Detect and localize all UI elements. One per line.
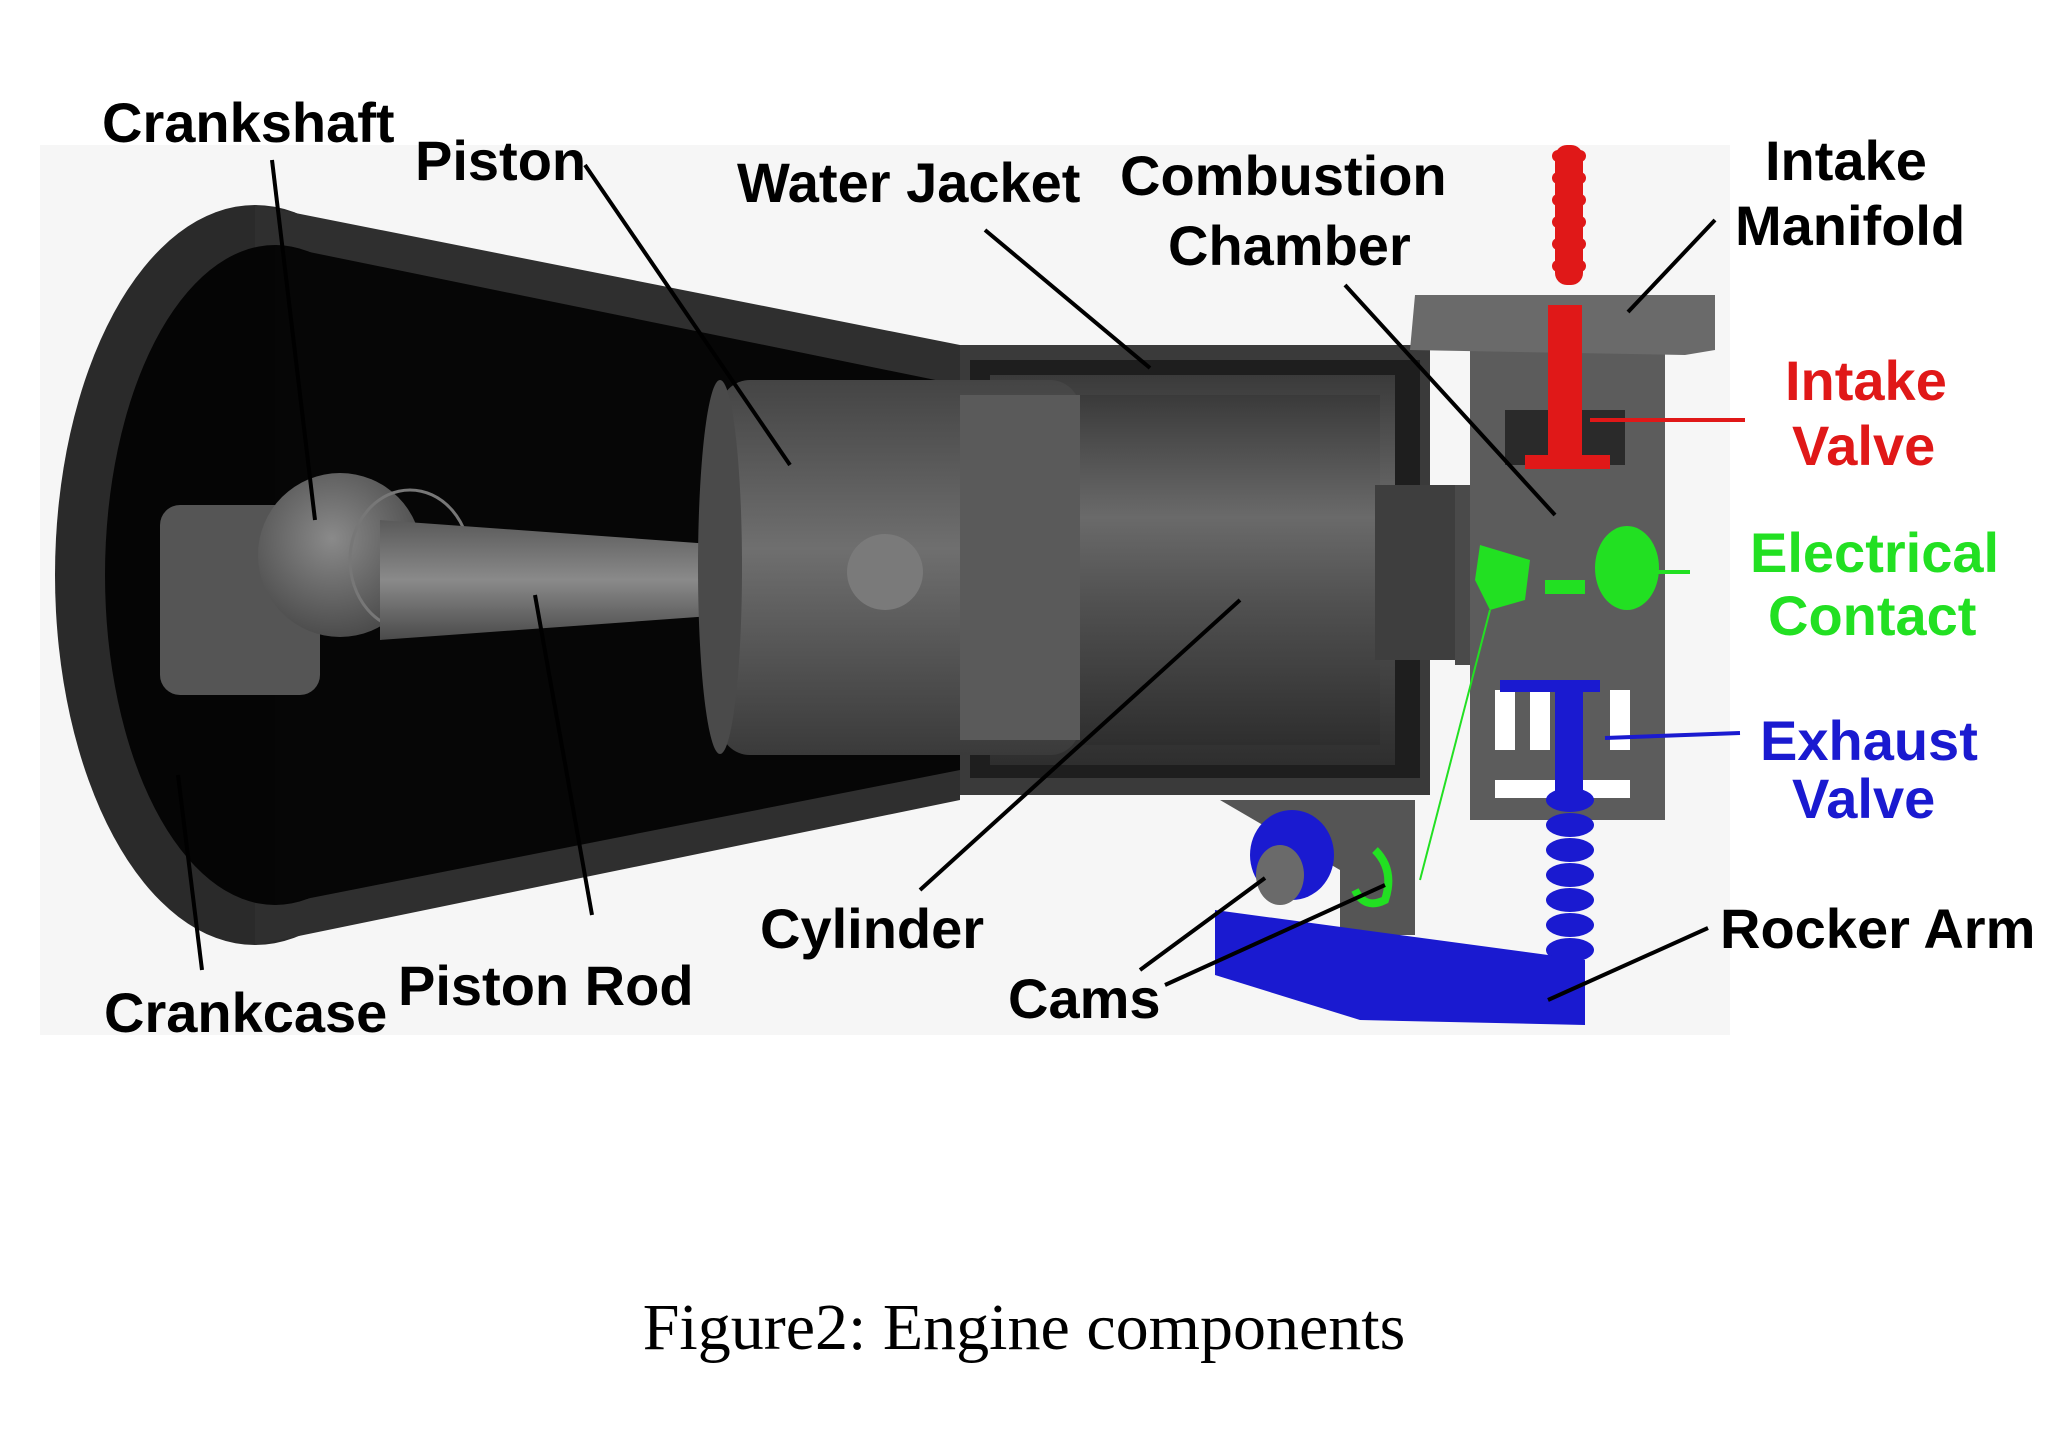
label-intake-manifold-line2: Manifold [1735,194,1965,257]
rocker-arm [1215,910,1585,1025]
label-piston: Piston [415,129,586,192]
label-combustion-chamber-line2: Chamber [1168,214,1411,277]
label-crankcase: Crankcase [104,981,387,1044]
electrical-contact [1475,526,1659,610]
cams [1220,800,1415,935]
piston [698,380,1080,755]
label-combustion-chamber-line1: Combustion [1120,144,1447,207]
label-electrical-contact-line1: Electrical [1750,521,1999,584]
label-cams: Cams [1008,967,1161,1030]
intake-valve [1525,145,1610,469]
label-water-jacket: Water Jacket [737,151,1080,214]
label-intake-valve-line1: Intake [1785,349,1947,412]
exhaust-valve [1500,680,1600,962]
piston-rod [380,520,725,640]
label-electrical-contact-line2: Contact [1768,584,1976,647]
cylinder [1080,395,1380,745]
label-rocker-arm: Rocker Arm [1720,897,2035,960]
label-intake-manifold-line1: Intake [1765,129,1927,192]
label-cylinder: Cylinder [760,897,984,960]
label-exhaust-valve-line1: Exhaust [1760,709,1978,772]
label-intake-valve-line2: Valve [1792,414,1935,477]
label-exhaust-valve-line2: Valve [1792,767,1935,830]
labels: Crankshaft Piston Water Jacket Combustio… [102,91,2035,1044]
label-piston-rod: Piston Rod [398,954,694,1017]
label-crankshaft: Crankshaft [102,91,395,154]
figure-caption: Figure2: Engine components [642,1291,1406,1364]
leader-lines [176,159,1745,1002]
